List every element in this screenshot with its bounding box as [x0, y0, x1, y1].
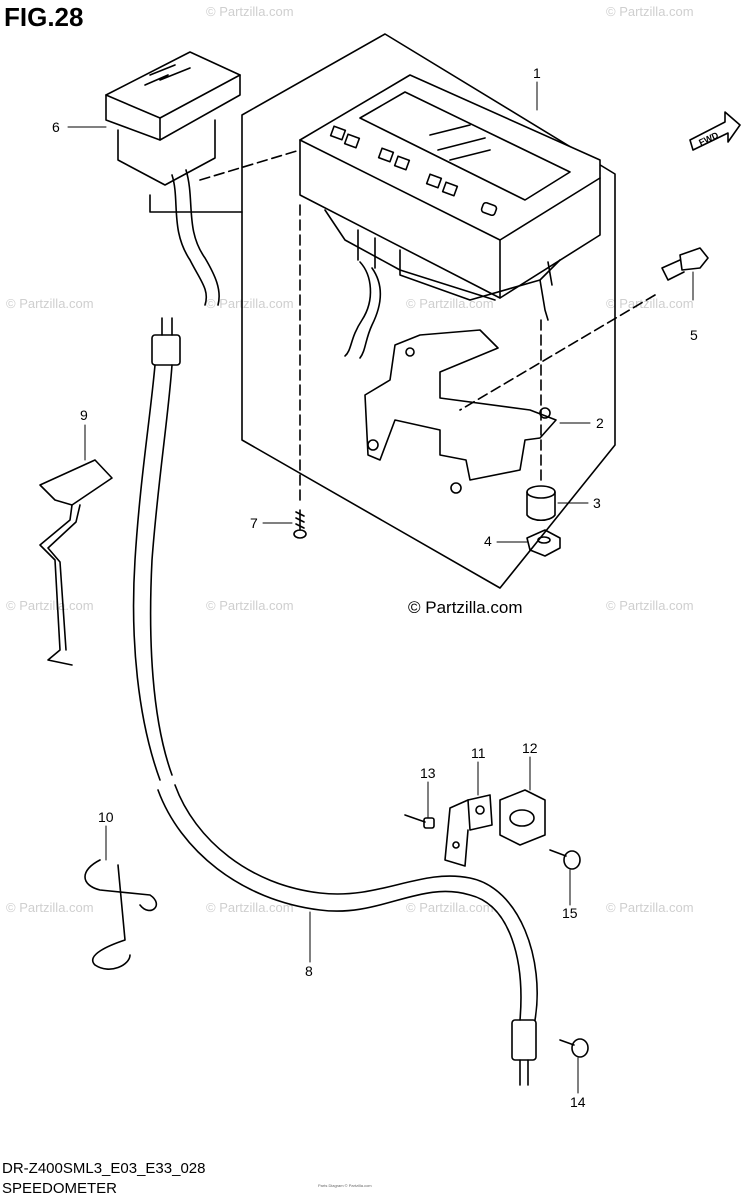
watermark: © Partzilla.com: [406, 900, 494, 915]
part-13-rivet: [404, 814, 435, 829]
brand-credit: © Partzilla.com: [408, 598, 523, 617]
watermark: © Partzilla.com: [206, 4, 294, 19]
callout-12: 12: [522, 740, 538, 756]
watermark: © Partzilla.com: [6, 598, 94, 613]
section-name: SPEEDOMETER: [2, 1180, 118, 1197]
fwd-arrow-icon: [689, 111, 741, 151]
footer-fine-print: Parts Diagram © Partzilla.com: [318, 1183, 372, 1188]
part-9-clamp: [39, 459, 113, 666]
callout-11: 11: [471, 745, 486, 761]
part-2-bracket: [364, 329, 557, 494]
callout-7: 7: [250, 515, 258, 531]
part-10-clip: [84, 859, 157, 970]
part-6-meter-unit: [105, 51, 243, 306]
model-code: DR-Z400SML3_E03_E33_028: [2, 1160, 206, 1177]
watermark: © Partzilla.com: [6, 900, 94, 915]
watermark: © Partzilla.com: [606, 296, 694, 311]
leader-6-1: [199, 149, 301, 181]
leader-lines: [67, 81, 694, 1094]
leader-5: [459, 294, 656, 411]
callout-4: 4: [484, 533, 492, 549]
callout-13: 13: [420, 765, 436, 781]
part-11-bracket: [444, 794, 493, 867]
part-3-grommet: [526, 485, 556, 522]
part-14-screw: [559, 1038, 589, 1058]
watermark: © Partzilla.com: [6, 296, 94, 311]
watermark: © Partzilla.com: [606, 4, 694, 19]
watermark: © Partzilla.com: [206, 900, 294, 915]
part-7-screw: [293, 509, 307, 539]
watermark: © Partzilla.com: [606, 900, 694, 915]
part-12-clamp: [499, 789, 546, 846]
part-4-nut: [526, 529, 561, 557]
part-5-bolt: [661, 247, 709, 281]
assembly-outline: [241, 33, 616, 589]
watermark: © Partzilla.com: [206, 296, 294, 311]
part-8-speedometer-cable: [132, 317, 538, 1086]
part-15-screw: [549, 849, 581, 870]
callout-15: 15: [562, 905, 578, 921]
callout-5: 5: [690, 327, 698, 343]
callout-10: 10: [98, 809, 114, 825]
watermark: © Partzilla.com: [606, 598, 694, 613]
callout-3: 3: [593, 495, 601, 511]
part-1-speedometer: [299, 74, 601, 359]
callout-1: 1: [533, 65, 541, 81]
watermark: © Partzilla.com: [206, 598, 294, 613]
callout-8: 8: [305, 963, 313, 979]
callout-6: 6: [52, 119, 60, 135]
callout-9: 9: [80, 407, 88, 423]
callout-14: 14: [570, 1094, 586, 1110]
figure-title: FIG.28: [4, 2, 84, 32]
callout-2: 2: [596, 415, 604, 431]
